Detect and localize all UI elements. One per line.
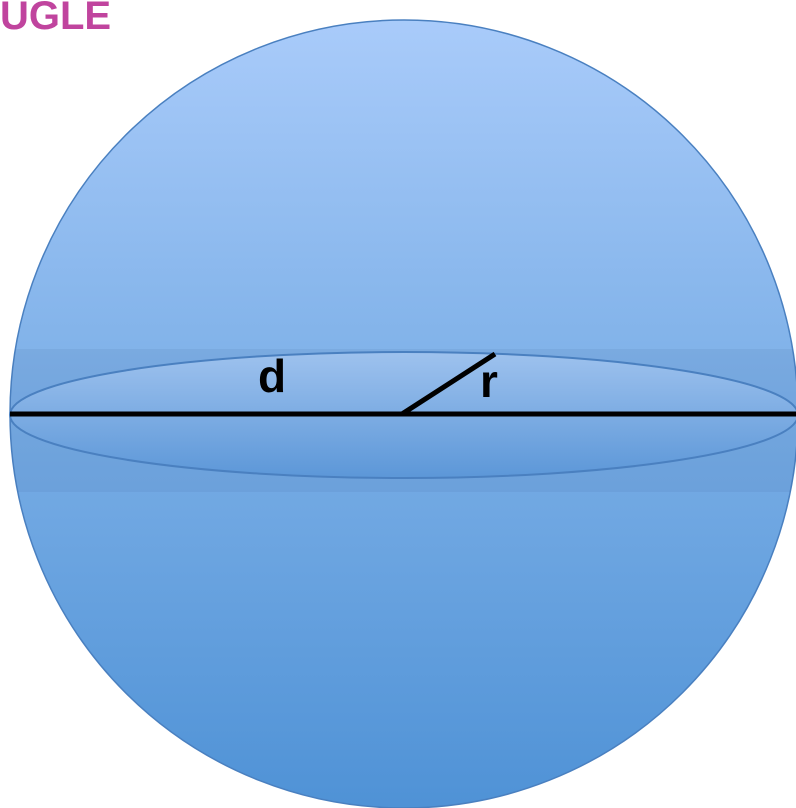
radius-label: r [480,355,498,407]
page-title: UGLE [0,0,111,36]
diameter-label: d [258,350,286,402]
